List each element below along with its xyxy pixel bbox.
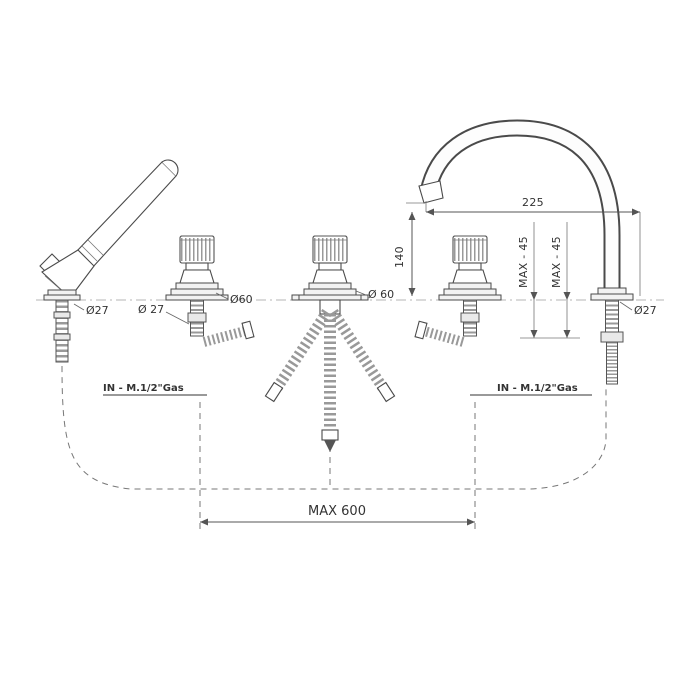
hand-shower: [39, 159, 179, 363]
label-center-flange-diameter: Ø 60: [368, 288, 394, 301]
dimension-max-span: MAX 600: [200, 504, 475, 526]
spout-base: [590, 287, 634, 385]
label-spout-height: 140: [393, 246, 406, 268]
label-spout-base-diameter: Ø27: [634, 304, 657, 317]
diverter-left-fitting: [264, 381, 284, 403]
diverter-right-fitting: [376, 381, 396, 403]
right-valve-inlet-hose: [422, 326, 465, 347]
hand-shower-base: [43, 289, 81, 363]
left-valve-inlet-hose: [202, 326, 247, 347]
dimension-max-deck-thickness: MAX - 45 MAX - 45: [517, 222, 580, 339]
dimension-spout-height: 140: [393, 202, 424, 296]
diverter-right-hose: [328, 308, 388, 392]
left-valve-handle: [166, 236, 255, 347]
spout-nozzle: [418, 180, 444, 204]
label-max-deck-right: MAX - 45: [550, 236, 563, 288]
diameter-labels: Ø27 Ø 27 Ø60 Ø 60 Ø27: [73, 288, 657, 325]
spout-braided-tail: [606, 341, 618, 385]
label-shower-base-diameter: Ø27: [86, 304, 109, 317]
diverter-left-hose: [272, 308, 332, 392]
center-diverter: [264, 236, 396, 452]
label-left-valve-flange-diameter: Ø60: [230, 293, 253, 306]
right-valve-hose-fitting: [414, 320, 428, 340]
hose-routing-dashed-loop: [61, 365, 607, 530]
inlet-labels: IN - M.1/2"Gas IN - M.1/2"Gas: [103, 383, 592, 396]
dimension-spout-reach: 225: [425, 196, 641, 296]
hand-shower-handle: [75, 161, 177, 269]
label-inlet-left: IN - M.1/2"Gas: [103, 383, 184, 394]
left-valve-hose-fitting: [241, 320, 255, 340]
right-valve-handle: [414, 236, 501, 347]
label-max-span: MAX 600: [308, 504, 366, 519]
diverter-hose-connector: [321, 429, 339, 441]
bath-spout: [418, 119, 634, 385]
label-spout-reach: 225: [522, 196, 544, 209]
label-inlet-right: IN - M.1/2"Gas: [497, 383, 578, 394]
label-max-deck-left: MAX - 45: [517, 236, 530, 288]
label-left-valve-tail-diameter: Ø 27: [138, 303, 164, 316]
